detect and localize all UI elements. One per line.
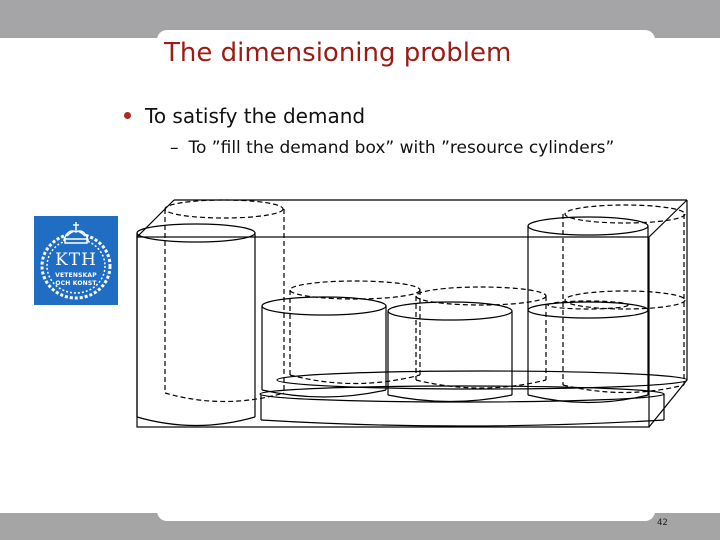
- slide-title: The dimensioning problem: [164, 38, 512, 68]
- resource-cylinder-tall-left: [136, 223, 256, 427]
- sub-bullet-marker: –: [170, 138, 179, 158]
- resource-cylinder-tall-left-dashed: [164, 199, 285, 403]
- kth-logo: KTH VETENSKAP OCH KONST: [34, 216, 118, 305]
- laurel-wreath-icon: [40, 222, 112, 300]
- sub-bullet-item: –To ”fill the demand box” with ”resource…: [170, 138, 614, 158]
- logo-line-2: OCH KONST: [55, 280, 97, 287]
- bullet-item: To satisfy the demand: [124, 104, 365, 128]
- logo-kth-text: KTH: [55, 250, 97, 270]
- bottom-frame-tab: [157, 500, 655, 521]
- crown-icon: [62, 222, 90, 244]
- bullet-dot-icon: [124, 112, 131, 119]
- resource-cylinder-flat-base: [259, 370, 688, 427]
- bullet-text: To satisfy the demand: [145, 104, 366, 128]
- logo-line-1: VETENSKAP: [55, 272, 97, 279]
- resource-cylinder-tall-right: [527, 216, 649, 404]
- sub-bullet-text: To ”fill the demand box” with ”resource …: [188, 138, 615, 158]
- resource-cylinder-tall-right-dashed: [547, 204, 686, 394]
- demand-box: [136, 199, 688, 428]
- resource-cylinders-middle-dashed: [289, 280, 547, 389]
- resource-cylinders-middle-solid: [261, 296, 513, 403]
- top-frame-tab: [157, 30, 655, 50]
- page-number: 42: [657, 518, 668, 528]
